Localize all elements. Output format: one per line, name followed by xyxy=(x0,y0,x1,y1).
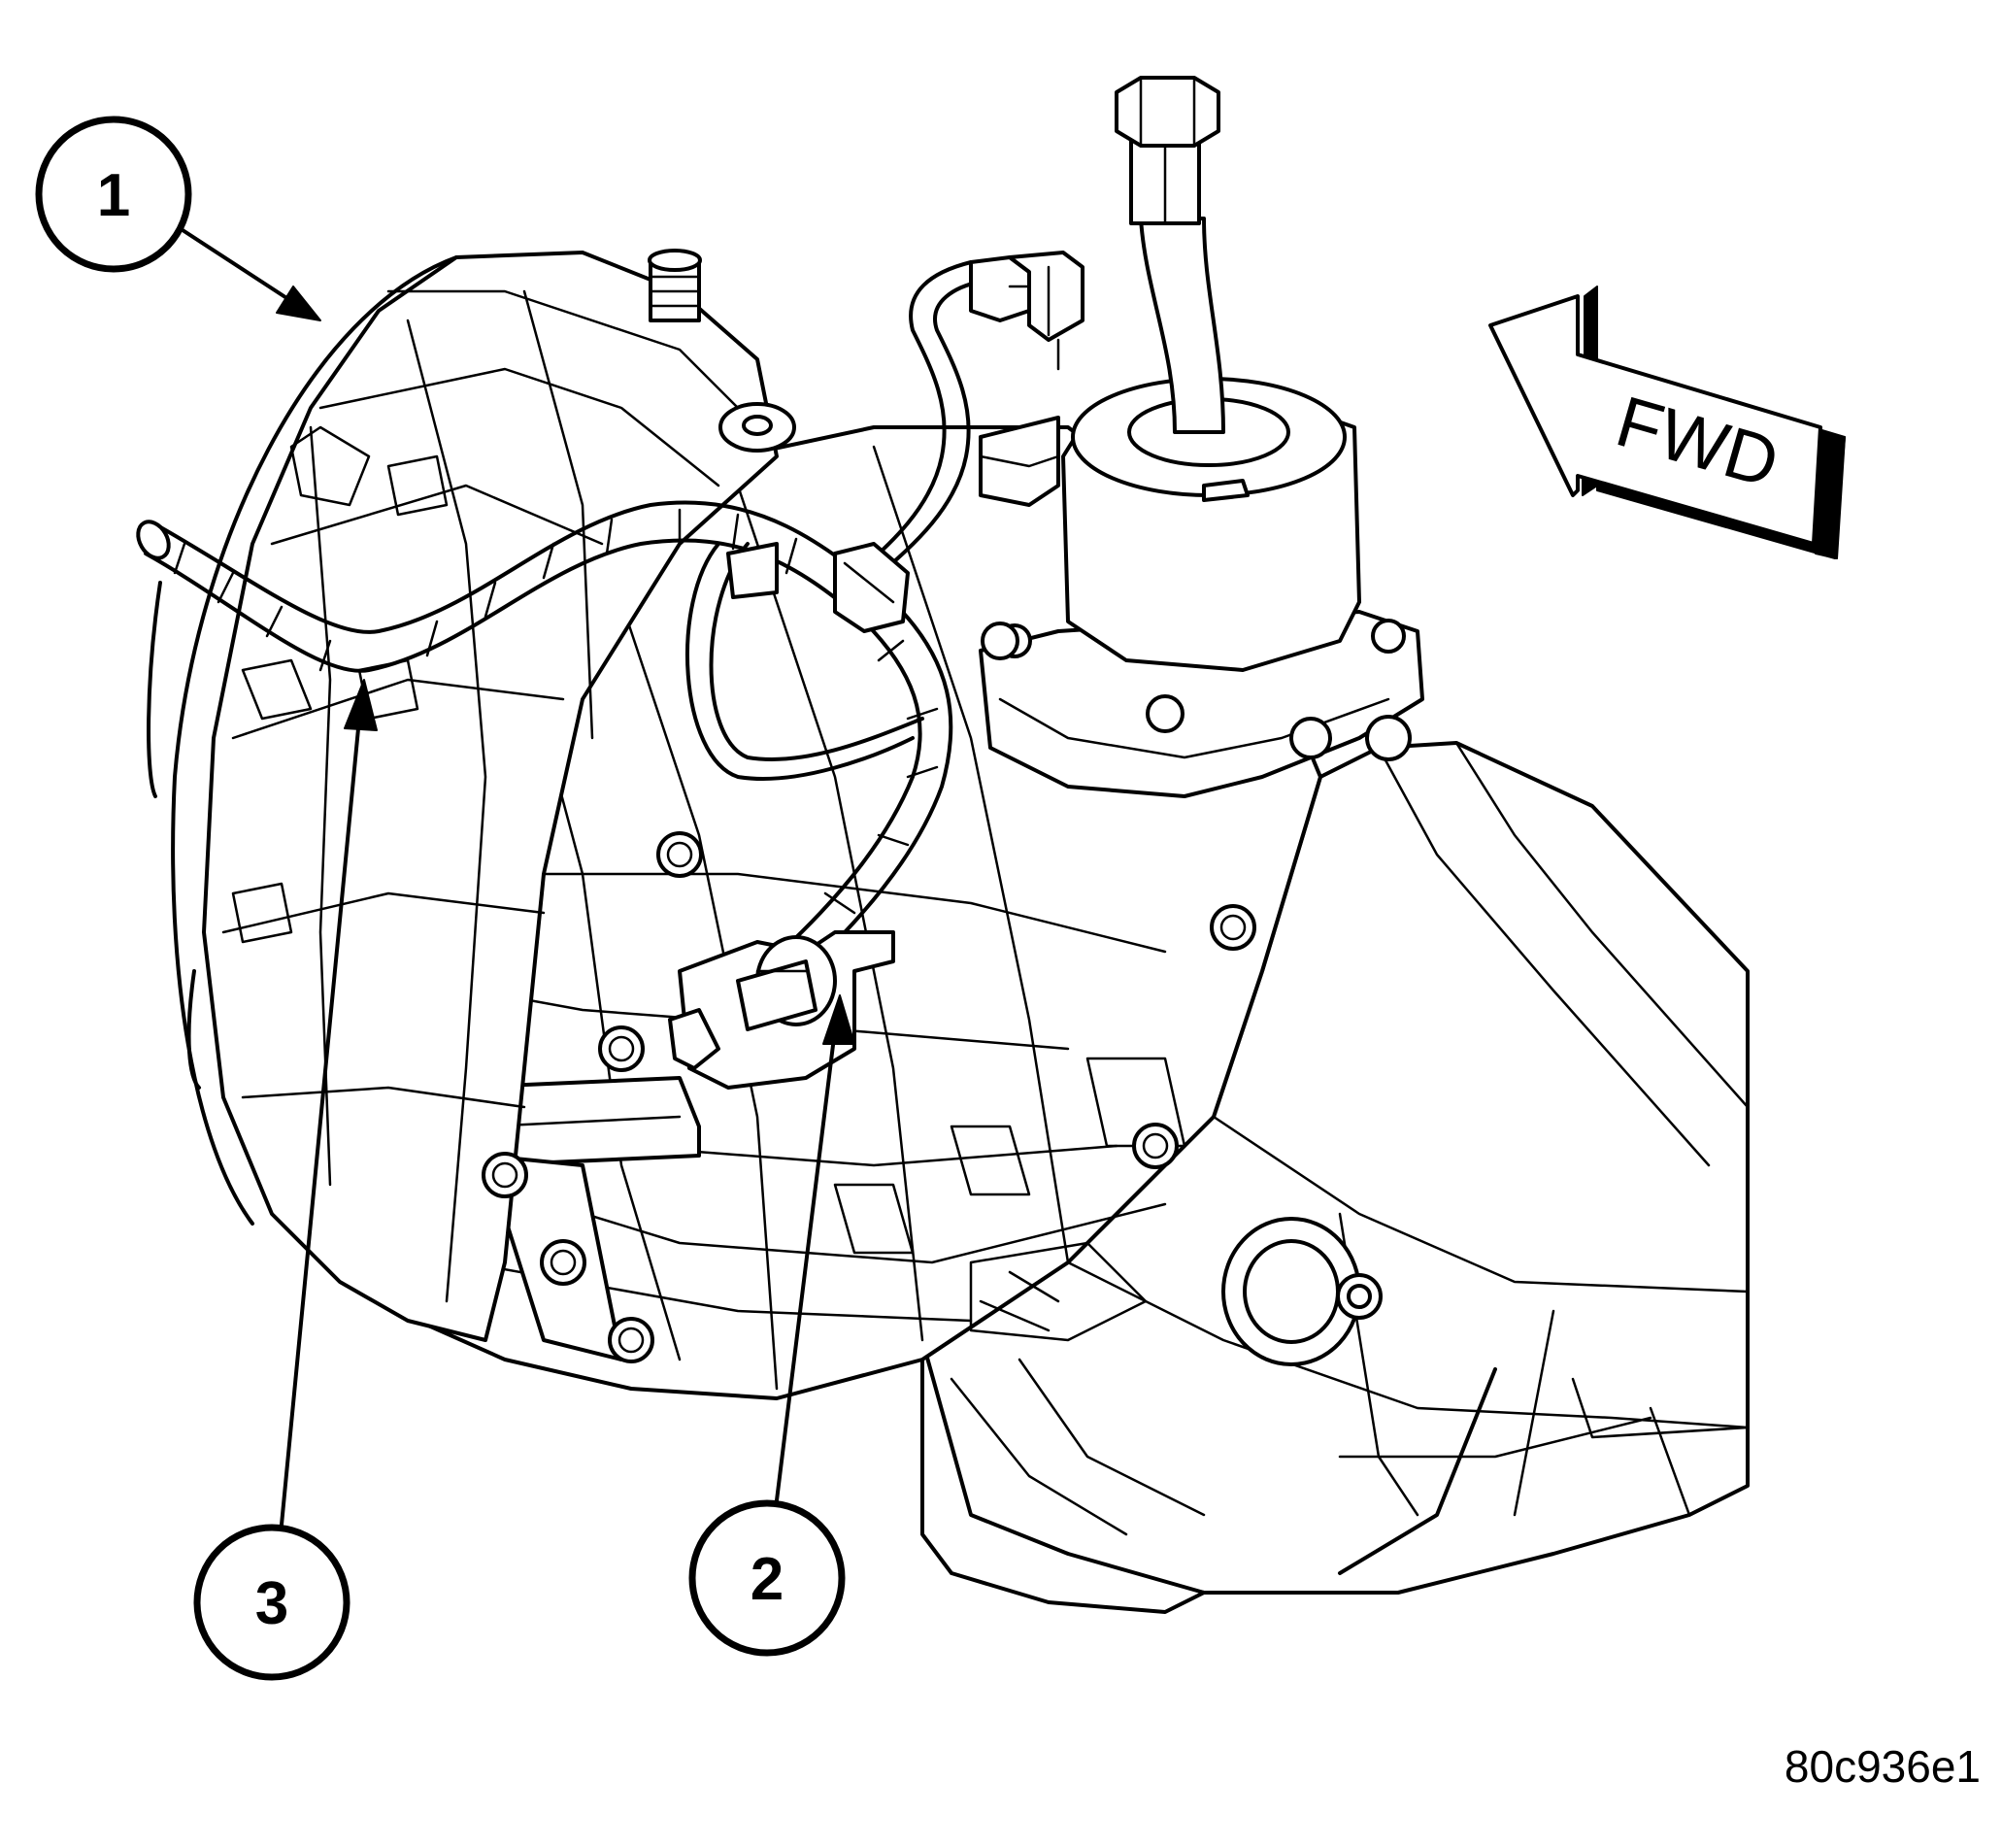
connector-bracket xyxy=(979,416,1060,507)
shift-lever xyxy=(1139,217,1225,434)
fwd-arrow: FWD xyxy=(1488,286,1846,559)
wiring-harness xyxy=(136,260,983,1051)
fill-plug xyxy=(648,249,702,322)
callout-2-label: 2 xyxy=(751,1546,784,1613)
backup-lamp-switch xyxy=(668,930,895,1090)
callout-2-circle xyxy=(688,1499,846,1657)
case-bolts xyxy=(482,622,1256,1363)
fwd-arrow-body xyxy=(1488,294,1822,546)
electrical-connector xyxy=(969,251,1084,371)
leader-arrowhead-1 xyxy=(276,286,321,321)
bottom-flange xyxy=(920,1338,1206,1614)
callout-2: 2 xyxy=(688,1499,846,1657)
leader-lines xyxy=(178,226,855,1527)
shift-knob-nut xyxy=(1115,76,1220,148)
callout-1-circle xyxy=(35,116,192,273)
leader-arrowhead-2 xyxy=(822,994,855,1045)
callout-3: 3 xyxy=(193,1524,350,1681)
callout-3-circle xyxy=(193,1524,350,1681)
bellhousing xyxy=(202,251,779,1342)
image-code: 80c936e1 xyxy=(1785,1741,1981,1792)
callout-1: 1 xyxy=(35,116,192,273)
callout-3-label: 3 xyxy=(255,1570,288,1637)
leader-arrowhead-3 xyxy=(344,679,378,731)
callout-1-label: 1 xyxy=(97,162,130,229)
shifter-assembly xyxy=(979,76,1424,798)
transmission-assembly xyxy=(147,249,1750,1614)
